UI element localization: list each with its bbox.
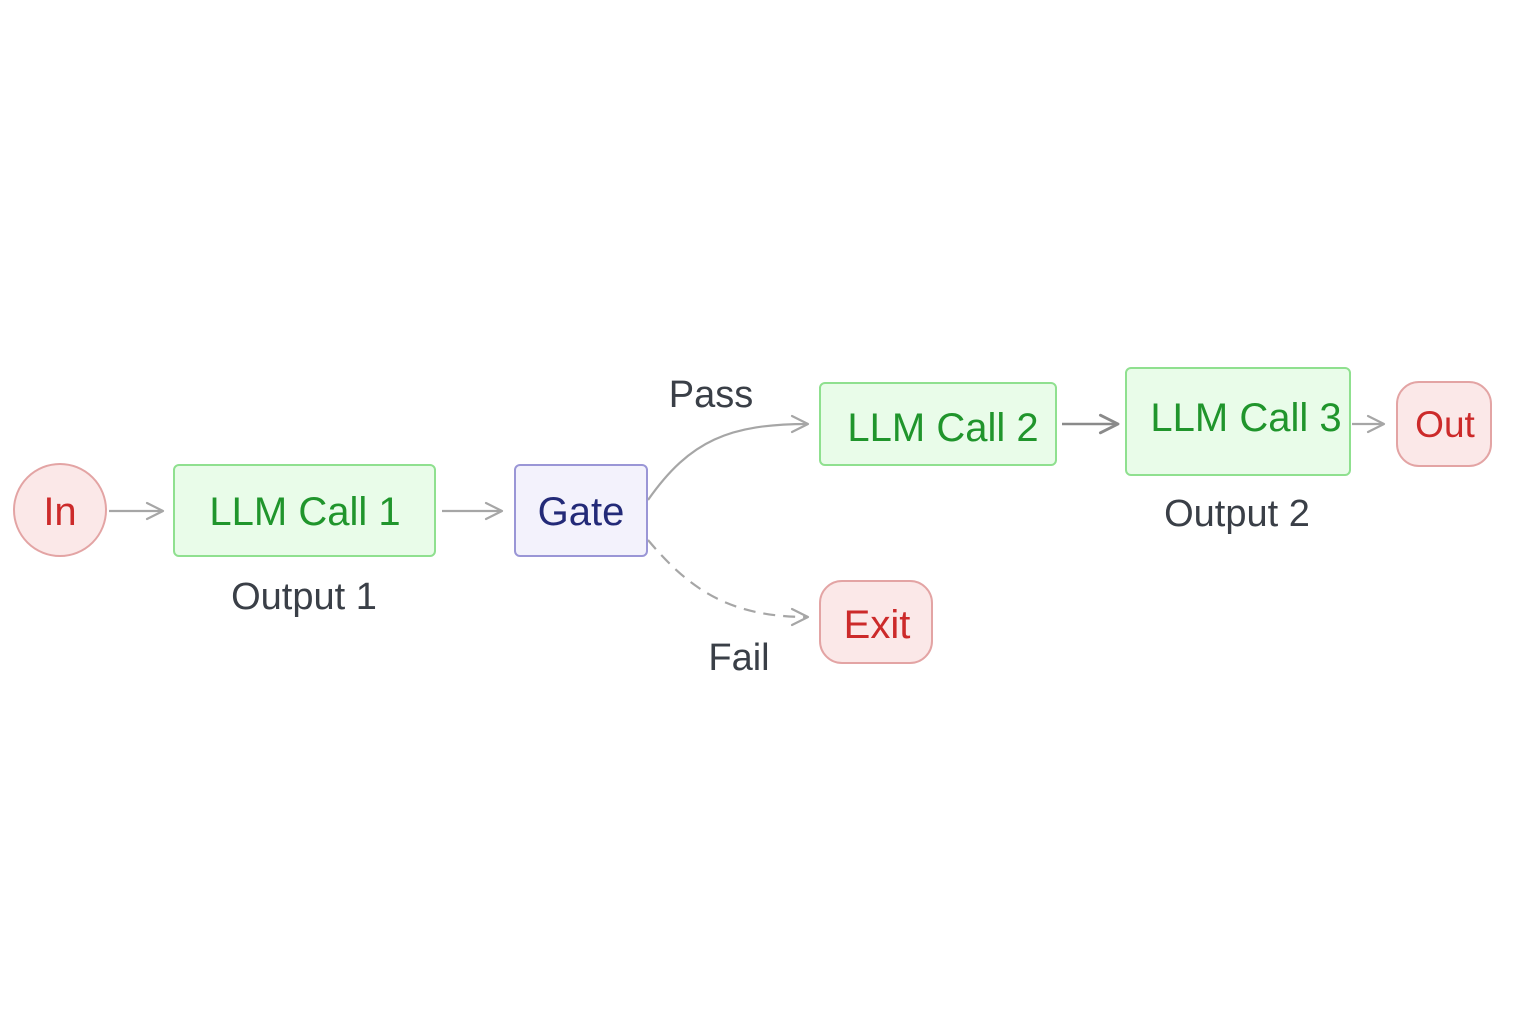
caption-output-2: Output 2 [1164, 493, 1310, 535]
node-llm-call-1-label: LLM Call 1 [209, 490, 400, 534]
edges [109, 413, 1386, 627]
edge-label-pass: Pass [669, 374, 753, 416]
node-out: Out [1396, 381, 1492, 467]
node-llm-call-2-label: LLM Call 2 [847, 406, 1038, 450]
edge-gate-fail [647, 539, 810, 627]
caption-output-1: Output 1 [231, 576, 377, 618]
edge-label-fail: Fail [708, 637, 769, 679]
node-llm-call-3-label: LLM Call 3 [1150, 396, 1341, 440]
node-exit: Exit [819, 580, 933, 664]
node-llm-call-2: LLM Call 2 [819, 382, 1057, 466]
edge-gate-pass [647, 414, 810, 501]
node-in: In [13, 463, 107, 557]
node-llm-call-3: LLM Call 3 [1125, 367, 1351, 476]
node-gate: Gate [514, 464, 648, 557]
node-out-label: Out [1415, 404, 1475, 445]
node-gate-label: Gate [538, 490, 625, 534]
node-in-label: In [43, 490, 76, 534]
node-llm-call-1: LLM Call 1 [173, 464, 436, 557]
node-exit-label: Exit [844, 603, 911, 647]
